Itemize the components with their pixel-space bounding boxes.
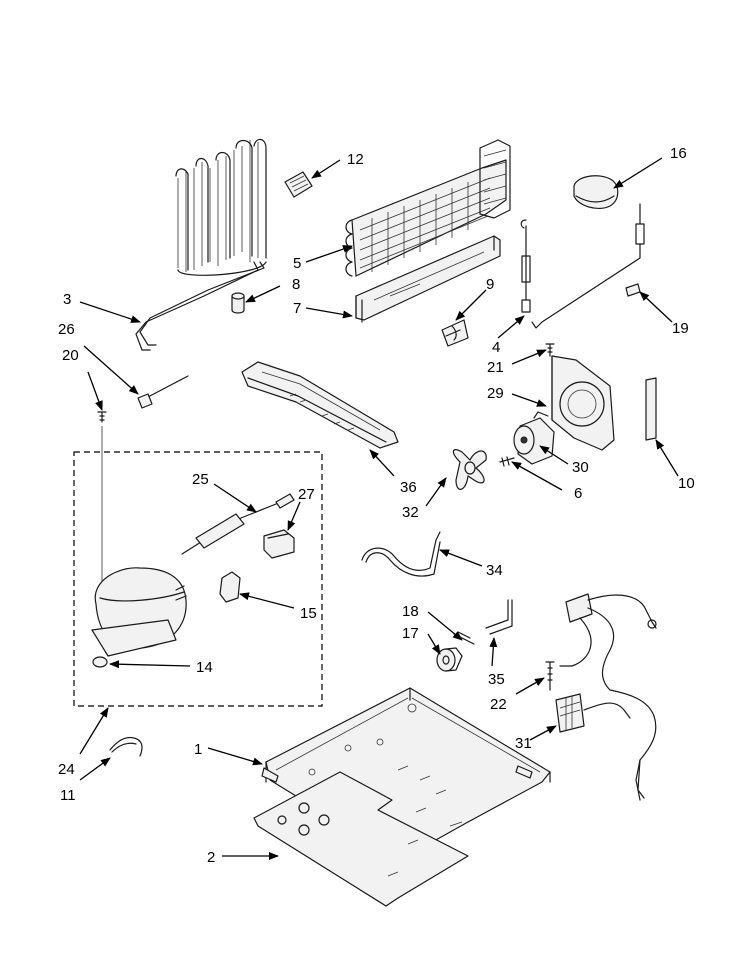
callout-18: 18 [402, 603, 419, 620]
callout-5: 5 [293, 255, 301, 272]
callout-35: 35 [488, 671, 505, 688]
callout-14: 14 [196, 659, 213, 676]
tube-part-34 [361, 531, 441, 577]
callout-16: 16 [670, 145, 687, 162]
sensor-cover-part [573, 175, 619, 209]
callout-6: 6 [574, 485, 582, 502]
callout-1: 1 [194, 741, 202, 758]
relay-part [263, 529, 295, 559]
callout-17: 17 [402, 625, 419, 642]
fan-shroud-part [551, 355, 615, 451]
callout-12: 12 [347, 151, 364, 168]
roller-part-17 [436, 647, 463, 672]
callout-10: 10 [678, 475, 695, 492]
leader-lines [79, 157, 679, 860]
callout-25: 25 [192, 471, 209, 488]
callout-31: 31 [515, 735, 532, 752]
callout-22: 22 [490, 696, 507, 713]
fan-motor-part [513, 411, 555, 465]
bracket-part-11 [109, 736, 143, 757]
callout-2: 2 [207, 849, 215, 866]
screw-part-6 [499, 456, 515, 467]
callout-24: 24 [58, 761, 75, 778]
callout-11: 11 [60, 787, 76, 804]
callout-19: 19 [672, 320, 689, 337]
screw-part-22 [545, 661, 555, 691]
callout-26: 26 [58, 321, 75, 338]
overload-part [219, 571, 241, 603]
screw-part-21 [545, 343, 555, 357]
fan-blade-part [452, 449, 487, 490]
callout-27: 27 [298, 486, 315, 503]
cylinder-part-8 [231, 292, 245, 314]
capillary-part [181, 493, 295, 555]
callout-8: 8 [292, 276, 300, 293]
callout-4: 4 [492, 339, 500, 356]
callout-20: 20 [62, 347, 79, 364]
strip-part-10 [645, 377, 657, 441]
condenser-coil-part [135, 138, 267, 351]
callout-21: 21 [487, 359, 504, 376]
tube-part-35 [485, 599, 513, 635]
callout-3: 3 [63, 291, 71, 308]
callout-32: 32 [402, 504, 419, 521]
compressor-part [91, 567, 187, 668]
callout-7: 7 [293, 300, 301, 317]
drain-tray-part [241, 361, 399, 449]
screw-part-20 [97, 411, 107, 592]
compressor-assembly-boundary [73, 451, 323, 707]
wire-harness-part [555, 593, 657, 801]
callout-30: 30 [572, 459, 589, 476]
callout-15: 15 [300, 605, 317, 622]
callout-36: 36 [400, 479, 417, 496]
evaporator-coil-part [345, 139, 511, 277]
wire-tie-part [137, 375, 189, 409]
drain-trough-part [355, 235, 501, 323]
clip-part-9 [441, 319, 469, 347]
plate-part-12 [284, 171, 313, 198]
callout-labels: 12 16 5 8 7 9 3 4 19 26 20 21 29 30 10 3… [58, 145, 695, 866]
insulation-sheet-part [253, 771, 469, 907]
fitting-part-18 [453, 631, 475, 645]
callout-34: 34 [486, 562, 503, 579]
callout-29: 29 [487, 385, 504, 402]
thermistor-wire-part [520, 203, 645, 329]
callout-9: 9 [486, 276, 494, 293]
